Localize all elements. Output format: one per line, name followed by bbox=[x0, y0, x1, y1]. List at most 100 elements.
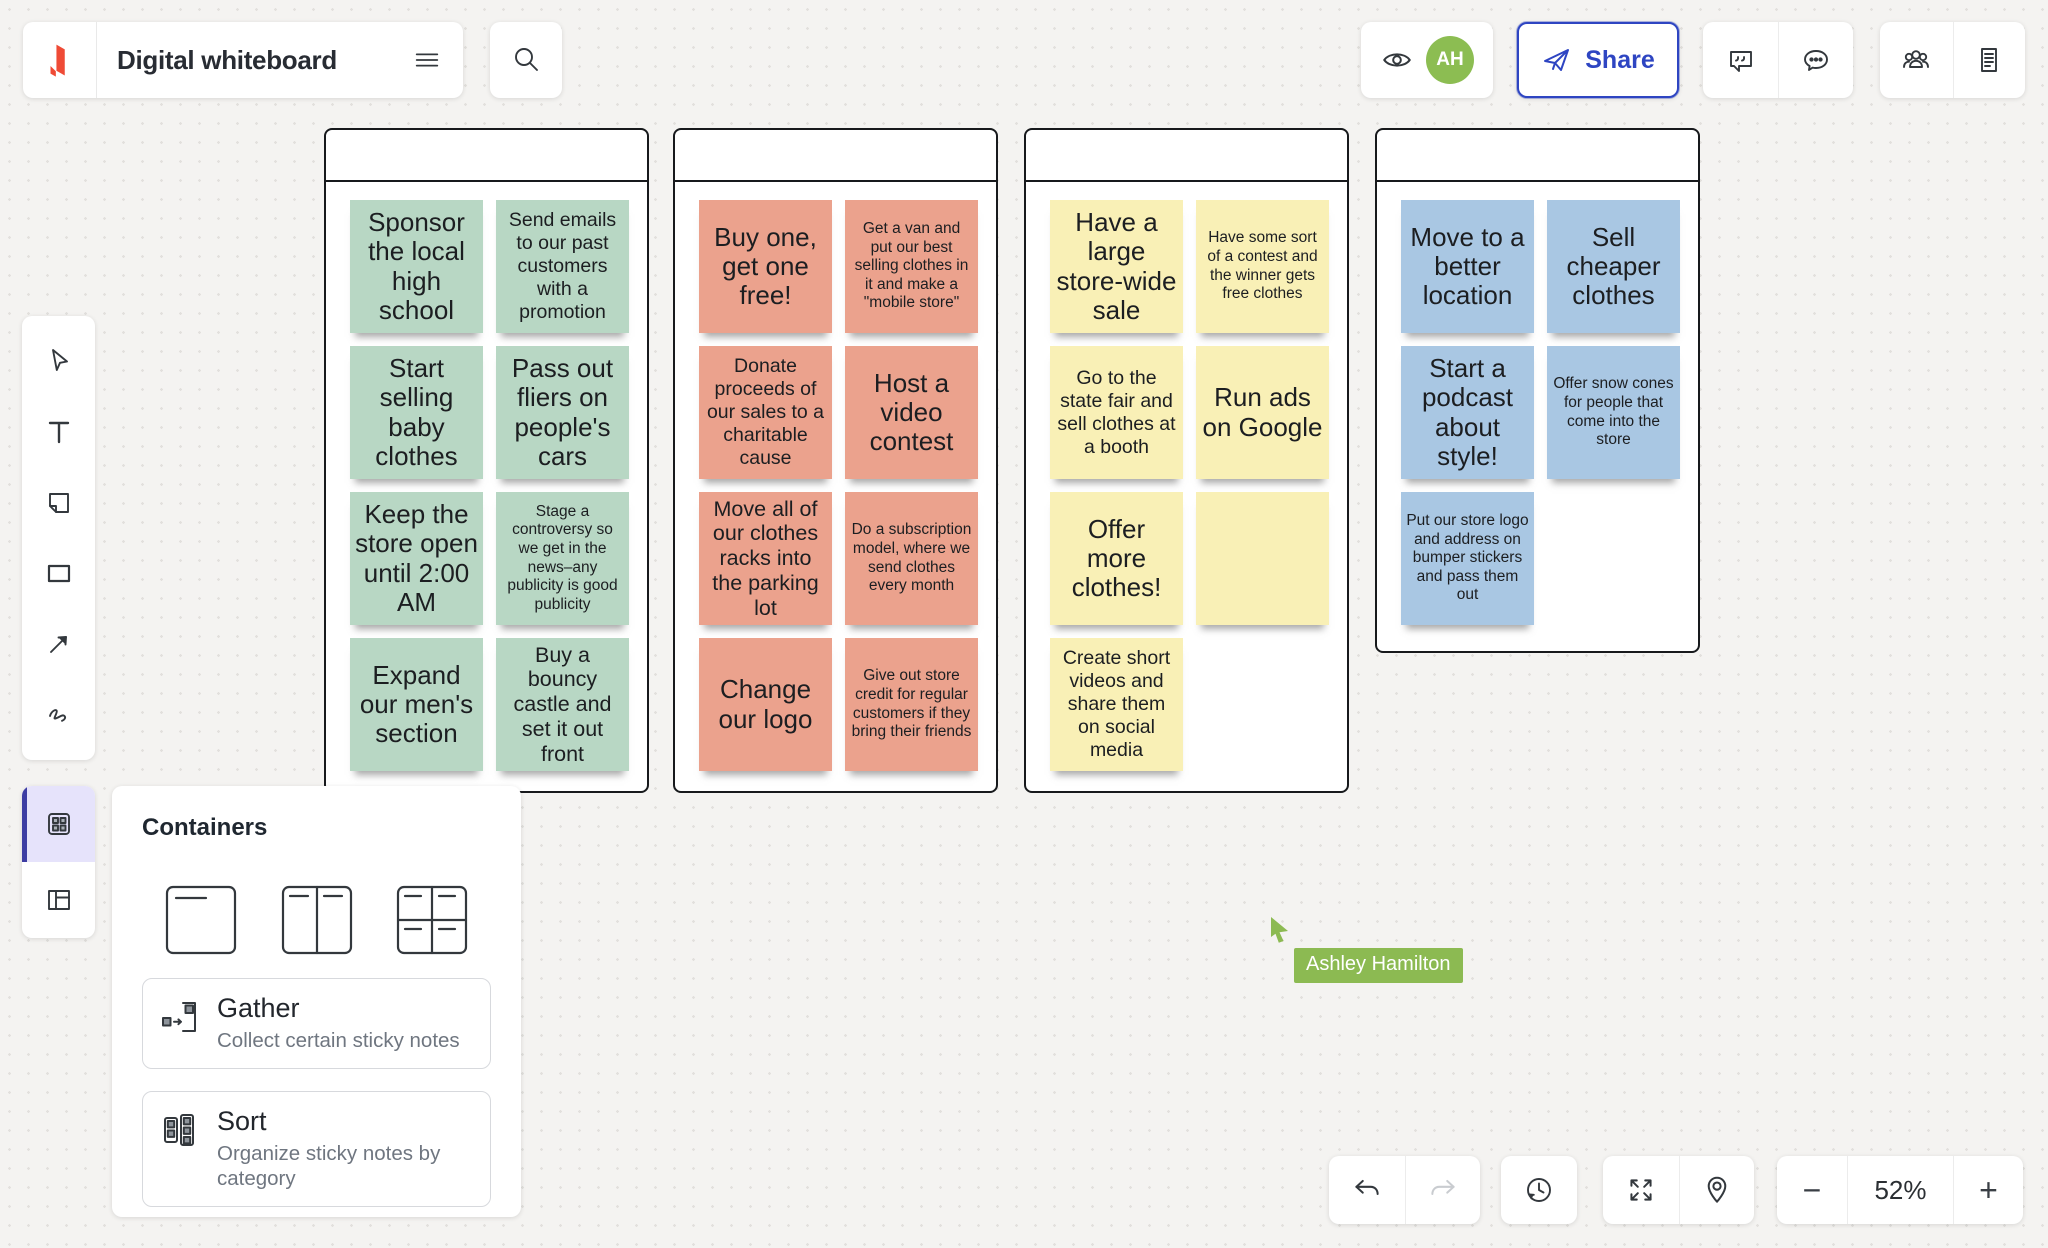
container-title-area[interactable] bbox=[675, 130, 996, 182]
comments-group bbox=[1703, 22, 1853, 98]
search-icon bbox=[510, 44, 542, 76]
select-tool[interactable] bbox=[31, 333, 87, 389]
zoom-in-button[interactable]: + bbox=[1953, 1156, 2023, 1224]
eye-icon[interactable] bbox=[1380, 43, 1414, 77]
sticky-note[interactable]: Stage a controversy so we get in the new… bbox=[496, 492, 629, 625]
presence-group[interactable]: AH bbox=[1361, 22, 1493, 98]
title-bar: Digital whiteboard bbox=[23, 22, 463, 98]
sort-action[interactable]: Sort Organize sticky notes by category bbox=[142, 1090, 491, 1207]
sticky-note-icon bbox=[43, 487, 75, 519]
container-notes-grid: Buy one, get one free!Get a van and put … bbox=[675, 182, 996, 771]
sticky-note[interactable]: Put our store logo and address on bumper… bbox=[1401, 492, 1534, 625]
undo-button[interactable] bbox=[1329, 1156, 1405, 1224]
frame-layout-icon bbox=[41, 882, 77, 918]
single-container-icon[interactable] bbox=[164, 884, 238, 956]
sticky-note[interactable]: Donate proceeds of our sales to a charit… bbox=[699, 346, 832, 479]
quote-comment-button[interactable] bbox=[1703, 22, 1778, 98]
zoom-level[interactable]: 52% bbox=[1847, 1156, 1953, 1224]
paper-plane-icon bbox=[1541, 44, 1573, 76]
text-icon bbox=[43, 416, 75, 448]
container-title-area[interactable] bbox=[326, 130, 647, 182]
sticky-note[interactable]: Sponsor the local high school bbox=[350, 200, 483, 333]
sticky-container-2[interactable]: Buy one, get one free!Get a van and put … bbox=[673, 128, 998, 793]
gather-action[interactable]: Gather Collect certain sticky notes bbox=[142, 978, 491, 1069]
share-button[interactable]: Share bbox=[1517, 22, 1679, 98]
sticky-note[interactable]: Pass out fliers on people's cars bbox=[496, 346, 629, 479]
line-arrow-tool[interactable] bbox=[31, 616, 87, 672]
sticky-note[interactable]: Give out store credit for regular custom… bbox=[845, 638, 978, 771]
sticky-note[interactable]: Move all of our clothes racks into the p… bbox=[699, 492, 832, 625]
zoom-out-button[interactable]: − bbox=[1802, 1171, 1822, 1208]
containers-panel-title: Containers bbox=[142, 814, 268, 841]
sticky-note[interactable]: Change our logo bbox=[699, 638, 832, 771]
share-button-label: Share bbox=[1585, 45, 1655, 74]
sticky-note[interactable]: Start selling baby clothes bbox=[350, 346, 483, 479]
sort-icon bbox=[159, 1112, 199, 1152]
main-menu-button[interactable] bbox=[391, 22, 463, 98]
sticky-note[interactable]: Create short videos and share them on so… bbox=[1050, 638, 1183, 771]
fullscreen-button[interactable] bbox=[1603, 1156, 1679, 1224]
gather-label: Gather bbox=[217, 993, 300, 1023]
zoom-controls: − 52% + bbox=[1777, 1156, 2023, 1224]
sticky-note[interactable]: Offer snow cones for people that come in… bbox=[1547, 346, 1680, 479]
sticky-note[interactable]: Move to a better location bbox=[1401, 200, 1534, 333]
sticky-note-tool[interactable] bbox=[31, 475, 87, 531]
sticky-note[interactable]: Expand our men's section bbox=[350, 638, 483, 771]
sticky-note[interactable]: Start a podcast about style! bbox=[1401, 346, 1534, 479]
people-icon bbox=[1898, 42, 1934, 78]
collaboration-group bbox=[1880, 22, 2025, 98]
sticky-note[interactable]: Have a large store-wide sale bbox=[1050, 200, 1183, 333]
containers-tool[interactable] bbox=[22, 786, 95, 862]
search-button[interactable] bbox=[490, 22, 562, 98]
container-title-area[interactable] bbox=[1026, 130, 1347, 182]
arrow-icon bbox=[43, 628, 75, 660]
sticky-note[interactable]: Buy a bouncy castle and set it out front bbox=[496, 638, 629, 771]
gather-description: Collect certain sticky notes bbox=[217, 1029, 460, 1052]
history-button[interactable] bbox=[1501, 1156, 1577, 1224]
document-title[interactable]: Digital whiteboard bbox=[117, 44, 337, 75]
drawing-toolbar bbox=[22, 316, 95, 760]
two-column-container-icon[interactable] bbox=[280, 884, 354, 956]
sticky-note[interactable]: Get a van and put our best selling cloth… bbox=[845, 200, 978, 333]
shape-tool[interactable] bbox=[31, 545, 87, 601]
redo-button[interactable] bbox=[1404, 1156, 1481, 1224]
sticky-note[interactable]: Offer more clothes! bbox=[1050, 492, 1183, 625]
gather-action-text: Gather Collect certain sticky notes bbox=[217, 993, 460, 1054]
people-button[interactable] bbox=[1880, 22, 1953, 98]
chat-bubble-icon bbox=[1800, 44, 1832, 76]
avatar[interactable]: AH bbox=[1426, 36, 1474, 84]
sticky-note[interactable]: Have some sort of a contest and the winn… bbox=[1196, 200, 1329, 333]
home-button[interactable] bbox=[23, 22, 97, 98]
pen-tool[interactable] bbox=[31, 687, 87, 743]
container-title-area[interactable] bbox=[1377, 130, 1698, 182]
sticky-note[interactable]: Send emails to our past customers with a… bbox=[496, 200, 629, 333]
sort-action-text: Sort Organize sticky notes by category bbox=[217, 1106, 474, 1192]
notes-doc-button[interactable] bbox=[1952, 22, 2026, 98]
map-pin-icon bbox=[1700, 1173, 1734, 1207]
history-icon bbox=[1521, 1172, 1557, 1208]
fullscreen-icon bbox=[1624, 1173, 1658, 1207]
frame-layout-tool[interactable] bbox=[22, 862, 95, 938]
sticky-note[interactable]: Do a subscription model, where we send c… bbox=[845, 492, 978, 625]
sort-label: Sort bbox=[217, 1105, 267, 1136]
chat-bubble-button[interactable] bbox=[1778, 22, 1853, 98]
quote-comment-icon bbox=[1725, 44, 1757, 76]
undo-icon bbox=[1350, 1173, 1384, 1207]
container-layout-options bbox=[142, 884, 491, 956]
sticky-note-blank[interactable] bbox=[1196, 492, 1329, 625]
text-tool[interactable] bbox=[31, 404, 87, 460]
sticky-note[interactable]: Buy one, get one free! bbox=[699, 200, 832, 333]
sticky-note[interactable]: Keep the store open until 2:00 AM bbox=[350, 492, 483, 625]
map-pin-button[interactable] bbox=[1678, 1156, 1755, 1224]
sticky-note[interactable]: Run ads on Google bbox=[1196, 346, 1329, 479]
four-quadrant-container-icon[interactable] bbox=[395, 884, 469, 956]
sticky-note[interactable]: Host a video contest bbox=[845, 346, 978, 479]
sticky-note[interactable]: Sell cheaper clothes bbox=[1547, 200, 1680, 333]
containers-panel: Containers bbox=[112, 786, 521, 1217]
sticky-note[interactable]: Go to the state fair and sell clothes at… bbox=[1050, 346, 1183, 479]
